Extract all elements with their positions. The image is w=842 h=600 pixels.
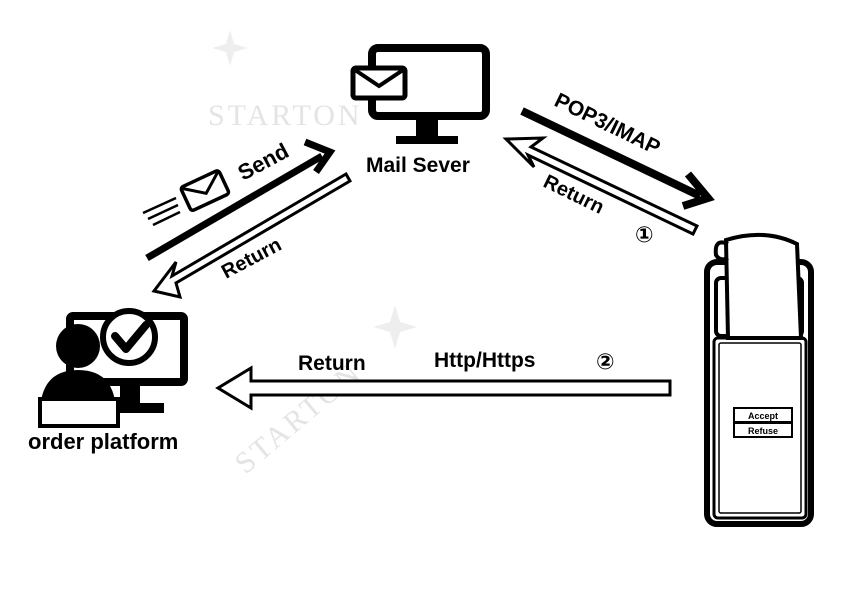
accept-button-label: Accept bbox=[748, 411, 778, 421]
printer-icon: Accept Refuse bbox=[704, 232, 814, 527]
order-platform-label: order platform bbox=[28, 429, 178, 454]
pop3-imap-arrow bbox=[520, 107, 715, 210]
mail-server-node: Mail Sever bbox=[350, 44, 490, 177]
http-return-arrow bbox=[215, 365, 672, 411]
flying-envelope-icon bbox=[142, 169, 231, 227]
checkmark-icon bbox=[100, 308, 158, 366]
return-to-mail-arrow bbox=[502, 136, 700, 236]
refuse-button-label: Refuse bbox=[748, 426, 778, 436]
watermark-text: STARTON bbox=[208, 99, 363, 132]
order-platform-node: order platform bbox=[28, 308, 188, 454]
return-to-platform-label: Return bbox=[218, 234, 285, 284]
printer-node: Accept Refuse bbox=[704, 232, 814, 527]
paper-roll-icon bbox=[713, 232, 804, 340]
step-two-marker: ② bbox=[596, 349, 615, 374]
mail-server-label: Mail Sever bbox=[366, 154, 470, 177]
send-arrow bbox=[145, 138, 336, 262]
http-https-label: Http/Https bbox=[434, 349, 535, 372]
step-one-marker: ① bbox=[635, 222, 654, 247]
http-return-label: Return bbox=[298, 352, 366, 375]
user-icon bbox=[38, 324, 120, 428]
return-to-platform-arrow bbox=[151, 171, 353, 300]
envelope-icon bbox=[350, 65, 408, 101]
